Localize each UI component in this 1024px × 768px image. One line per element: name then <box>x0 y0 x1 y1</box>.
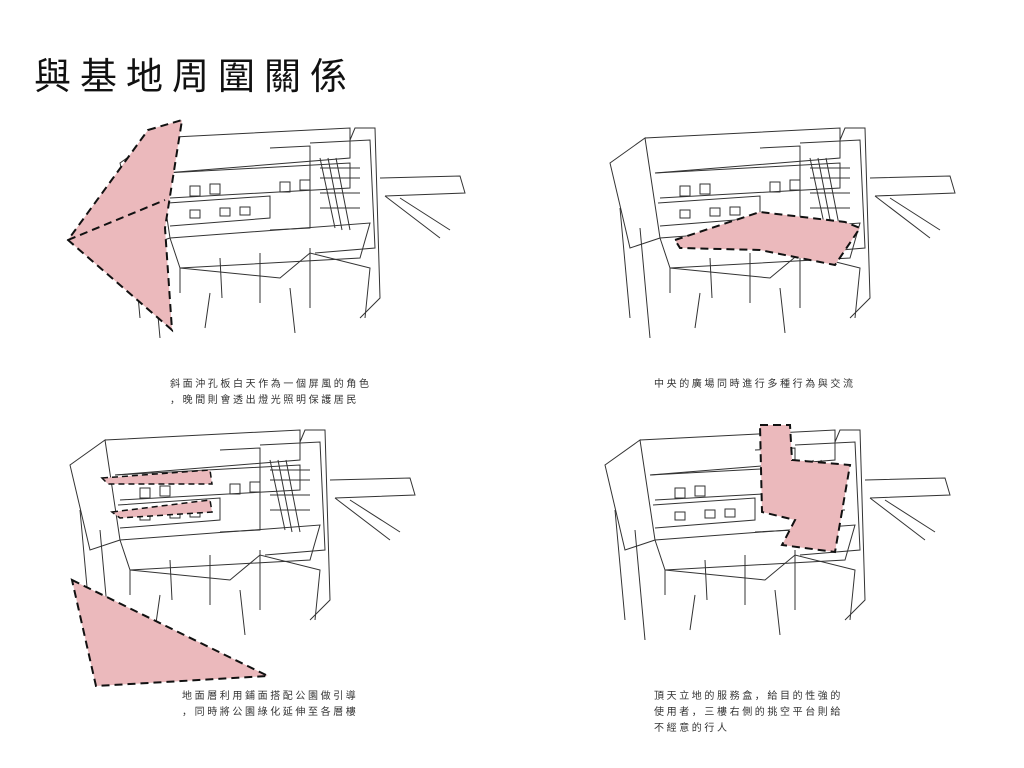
caption-line: 使用者，三樓右側的挑空平台則給 <box>654 707 843 718</box>
caption-line: 頂天立地的服務盒，給目的性強的 <box>654 691 843 702</box>
caption-panel-1: 斜面沖孔板白天作為一個屏風的角色 ，晚間則會透出燈光照明保護居民 <box>170 377 372 409</box>
highlight-floor-strip-1 <box>100 469 213 485</box>
caption-panel-4: 頂天立地的服務盒，給目的性強的 使用者，三樓右側的挑空平台則給 不經意的行人 <box>654 689 843 737</box>
caption-line: ，晚間則會透出燈光照明保護居民 <box>170 395 359 406</box>
diagram-panel-4 <box>604 424 951 641</box>
diagram-panel-3 <box>69 429 416 688</box>
caption-panel-3: 地面層利用鋪面搭配公園做引導 ，同時將公園綠化延伸至各層樓 <box>182 689 358 721</box>
diagram-panel-2 <box>609 127 956 339</box>
diagram-panel-1 <box>66 118 466 339</box>
caption-line: ，同時將公園綠化延伸至各層樓 <box>182 707 359 718</box>
caption-line: 斜面沖孔板白天作為一個屏風的角色 <box>170 379 372 390</box>
caption-panel-2: 中央的廣場同時進行多種行為與交流 <box>654 377 856 393</box>
page-title: 與基地周圍關係 <box>34 55 356 98</box>
caption-line: 中央的廣場同時進行多種行為與交流 <box>654 379 856 390</box>
highlight-central-plaza <box>673 210 862 267</box>
caption-line: 地面層利用鋪面搭配公園做引導 <box>182 691 359 702</box>
highlight-ground-park <box>70 578 272 688</box>
caption-line: 不經意的行人 <box>654 723 730 734</box>
highlight-service-box <box>758 424 852 554</box>
highlight-facade-screen <box>66 118 184 333</box>
highlight-floor-strip-2 <box>110 499 213 519</box>
